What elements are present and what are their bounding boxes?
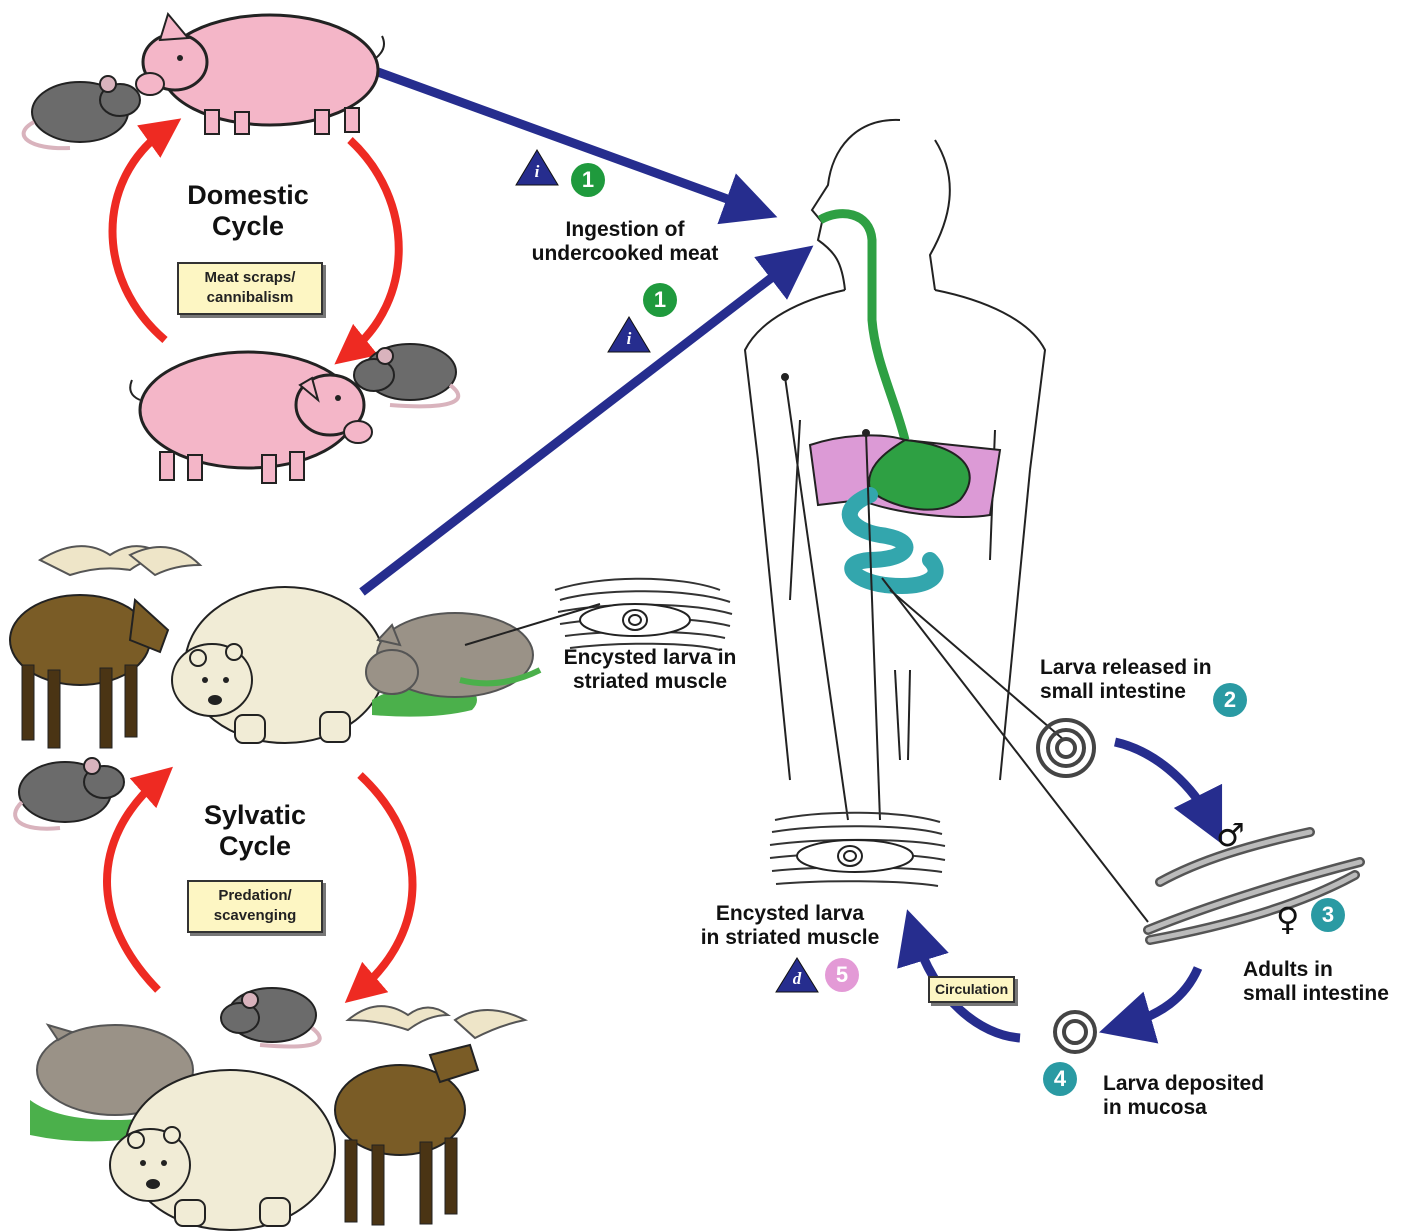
bear-icon [172,587,385,743]
rat-icon [354,344,458,406]
step-1-badge: 1 [643,283,677,317]
stage-letter: i [619,329,639,349]
sylvatic-box-line2: scavenging [195,906,315,926]
larva-icon [1055,1012,1095,1052]
rat-icon [24,76,140,148]
step-1-badge: 1 [571,163,605,197]
encysted-wild-line2: striated muscle [540,670,760,694]
encysted-wild-line1: Encysted larva in [540,646,760,670]
domestic-cycle-title: Domestic Cycle [148,180,348,242]
arrow-larva-to-adults [1115,742,1210,820]
rat-icon [221,988,320,1046]
domestic-cycle-box: Meat scraps/ cannibalism [177,262,323,315]
arrow-adults-to-mucosa [1125,968,1198,1025]
encysted-human-line1: Encysted larva [680,902,900,926]
larva-deposited-caption: Larva deposited in mucosa [1103,1072,1303,1120]
adults-caption: Adults in small intestine [1243,958,1413,1006]
step-3-badge: 3 [1311,898,1345,932]
female-symbol: ♀ [1276,900,1299,938]
encysted-wild-caption: Encysted larva in striated muscle [540,646,760,694]
domestic-box-line1: Meat scraps/ [185,268,315,288]
larva-deposited-line2: in mucosa [1103,1096,1303,1120]
sylvatic-cycle-title: Sylvatic Cycle [155,800,355,862]
stage-letter: d [787,969,807,989]
sylvatic-box-line1: Predation/ [195,886,315,906]
pig-icon [136,14,384,134]
ingestion-caption: Ingestion of undercooked meat [505,218,745,266]
stage-letter: i [527,162,547,182]
muscle-tissue-icon [770,813,945,886]
sylvatic-cycle-box: Predation/ scavenging [187,880,323,933]
adults-line1: Adults in [1243,958,1413,982]
ingestion-line1: Ingestion of [505,218,745,242]
step-4-badge: 4 [1043,1062,1077,1096]
larva-deposited-line1: Larva deposited [1103,1072,1303,1096]
boar-icon [366,613,540,717]
domestic-cycle-title-line1: Domestic [148,180,348,211]
sylvatic-cycle-title-line2: Cycle [155,831,355,862]
domestic-cycle-title-line2: Cycle [148,211,348,242]
digestive-tract-icon [810,214,1000,586]
larva-released-line1: Larva released in [1040,656,1240,680]
encysted-human-caption: Encysted larva in striated muscle [680,902,900,950]
rat-icon [15,758,124,829]
male-symbol: ♂ [1216,816,1245,854]
moose-icon [335,1006,525,1225]
ingestion-line2: undercooked meat [505,242,745,266]
moose-icon [10,546,200,748]
adults-line2: small intestine [1243,982,1413,1006]
arrow-pig-to-human [378,72,752,208]
arrow-wildlife-to-human [362,262,792,592]
circulation-box: Circulation [928,976,1015,1003]
larva-released-line2: small intestine [1040,680,1240,704]
step-5-badge: 5 [825,958,859,992]
sylvatic-cycle-title-line1: Sylvatic [155,800,355,831]
domestic-box-line2: cannibalism [185,288,315,308]
larva-icon [1038,720,1094,776]
pig-icon [130,352,372,483]
encysted-human-line2: in striated muscle [680,926,900,950]
larva-released-caption: Larva released in small intestine [1040,656,1240,704]
